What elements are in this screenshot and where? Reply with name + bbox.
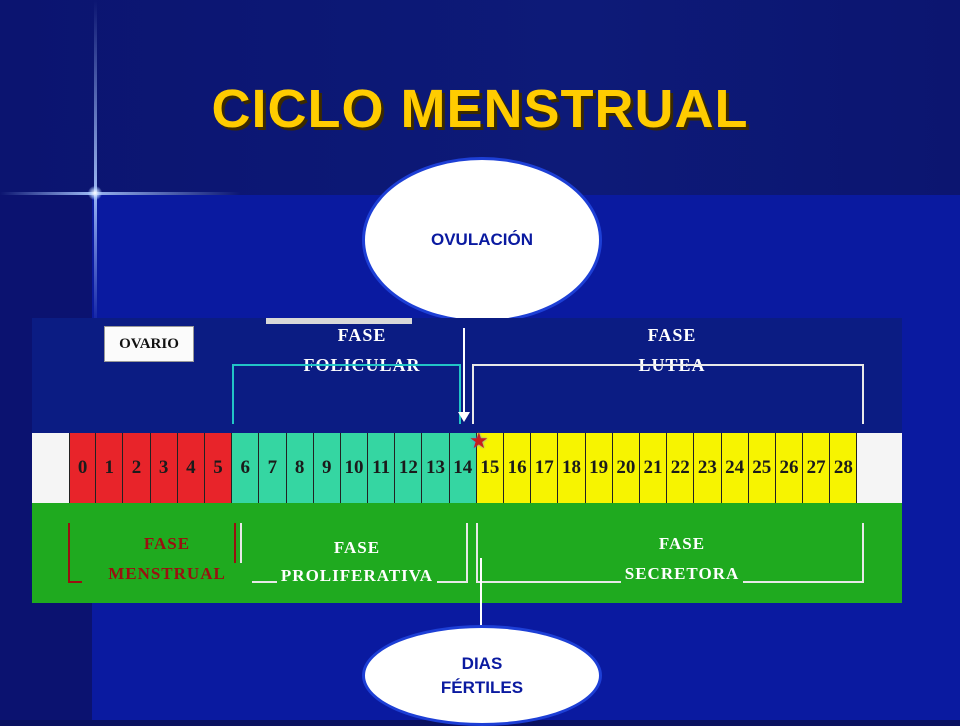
day-cell: 19: [585, 433, 613, 503]
ovario-label-box: OVARIO: [104, 326, 194, 362]
day-cell: 28: [830, 433, 858, 503]
fase-folicular-label: FASE FOLICULAR: [252, 324, 472, 376]
day-cell: 0: [69, 433, 97, 503]
ovulation-arrow-head: [458, 412, 470, 422]
day-cell: 3: [150, 433, 178, 503]
day-cell: 8: [286, 433, 314, 503]
day-cell: 14: [449, 433, 477, 503]
day-cell: 9: [313, 433, 341, 503]
lutea-bracket: [472, 364, 864, 424]
lens-flare-horizontal: [0, 192, 240, 195]
fase-secretora-line2: SECRETORA: [620, 563, 744, 585]
dias-fertiles-line2: FÉRTILES: [440, 677, 524, 697]
day-cell: 2: [123, 433, 151, 503]
day-cell: 22: [667, 433, 695, 503]
ovulation-star-icon: ★: [469, 428, 489, 453]
fase-secretora-line1: FASE: [658, 534, 706, 553]
day-cell: 24: [721, 433, 749, 503]
fase-lutea-line1: FASE: [647, 325, 697, 345]
day-cell: 21: [639, 433, 668, 503]
day-cell: 15: [476, 433, 504, 503]
fase-folicular-line1: FASE: [337, 325, 387, 345]
slide-title: CICLO MENSTRUAL: [211, 79, 749, 139]
dias-fertiles-line1: DIAS: [461, 653, 503, 673]
day-cell: 17: [531, 433, 559, 503]
lens-flare-vertical: [94, 0, 97, 330]
ovulacion-label: OVULACIÓN: [431, 230, 533, 249]
dias-fertiles-bubble: DIAS FÉRTILES: [362, 625, 602, 726]
day-cell: 7: [259, 433, 287, 503]
day-cell: 6: [232, 433, 260, 503]
day-cell: 16: [504, 433, 532, 503]
fase-menstrual-line1: FASE: [143, 534, 191, 553]
day-cell: 20: [612, 433, 640, 503]
day-cell: 5: [204, 433, 233, 503]
day-cell: 18: [558, 433, 586, 503]
fase-proliferativa-line1: FASE: [333, 538, 381, 557]
day-cell: 4: [177, 433, 205, 503]
day-cell: 10: [340, 433, 369, 503]
ovulation-arrow-line: [463, 328, 465, 416]
folicular-bracket: [232, 364, 461, 424]
ovario-label: OVARIO: [119, 335, 179, 352]
fertile-pointer-line: [480, 558, 482, 626]
day-cell: 13: [422, 433, 450, 503]
day-cell: 27: [803, 433, 831, 503]
day-cell: 11: [368, 433, 396, 503]
fase-proliferativa-label: FASE PROLIFERATIVA: [257, 537, 457, 587]
day-cell: 1: [96, 433, 124, 503]
day-cell: 25: [748, 433, 776, 503]
fase-menstrual-line2: MENSTRUAL: [82, 563, 252, 585]
fase-menstrual-label: FASE MENSTRUAL: [82, 533, 252, 585]
lens-flare-core: [88, 186, 102, 200]
cropped-label-remnant: [266, 318, 412, 324]
ovulacion-bubble: OVULACIÓN: [362, 157, 602, 323]
uterus-band: FASE MENSTRUAL FASE PROLIFERATIVA FASE S…: [32, 503, 902, 603]
day-cell: 26: [775, 433, 804, 503]
day-cell: 23: [694, 433, 722, 503]
fase-proliferativa-line2: PROLIFERATIVA: [276, 565, 438, 587]
day-cell: 12: [395, 433, 423, 503]
fase-secretora-label: FASE SECRETORA: [552, 533, 812, 585]
